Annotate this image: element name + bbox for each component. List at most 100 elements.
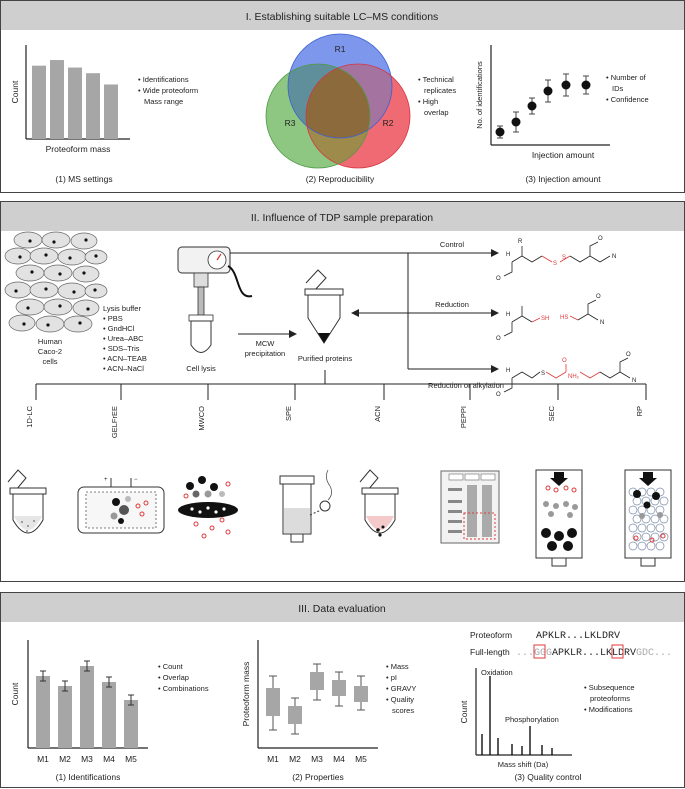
cells-label-1: Human xyxy=(38,337,62,346)
ms-bullet-1: • Identifications xyxy=(138,75,189,84)
ids-bullet-2: • Overlap xyxy=(158,673,189,682)
qc-fulllength-seq: ...GGGAPKLR...LKLDRVGDC... xyxy=(516,648,672,659)
inj-bullet-1b: IDs xyxy=(612,84,624,93)
structure-disulfide xyxy=(503,241,611,277)
venn-label-r2: R2 xyxy=(383,118,394,128)
ms-bar xyxy=(32,65,46,139)
purified-label: Purified proteins xyxy=(298,354,352,363)
svg-text:H: H xyxy=(506,312,510,318)
section-2-title: II. Influence of TDP sample preparation xyxy=(251,212,433,224)
section-1: I. Establishing suitable LC–MS condition… xyxy=(0,0,685,193)
ids-bar xyxy=(36,676,50,748)
ids-bar xyxy=(58,686,72,748)
inj-points xyxy=(495,73,591,139)
svg-text:H: H xyxy=(506,368,510,374)
box-m2 xyxy=(288,706,302,724)
box-m4 xyxy=(332,680,346,696)
inj-point-1 xyxy=(495,127,505,137)
structure-alkylated xyxy=(503,357,631,393)
svg-text:S: S xyxy=(553,261,557,267)
structure-reduced xyxy=(503,299,599,337)
section-3-title: III. Data evaluation xyxy=(298,603,386,615)
lysis-title: Lysis buffer xyxy=(103,304,141,313)
lysis-item-6: • ACN–NaCl xyxy=(103,364,144,373)
method-label-peppi: PEPPI xyxy=(459,406,468,428)
ids-bullet-1: • Count xyxy=(158,662,184,671)
svg-text:N: N xyxy=(612,254,616,260)
qc-y-label: Count xyxy=(459,700,469,723)
inj-bullet-2: • Confidence xyxy=(606,95,649,104)
svg-text:−: − xyxy=(134,477,138,483)
ids-bar xyxy=(102,682,116,748)
icon-mwco xyxy=(178,476,238,539)
props-y-label: Proteoform mass xyxy=(241,662,251,727)
venn-core xyxy=(306,64,370,138)
ids-tick-m2: M2 xyxy=(59,754,71,764)
cell-lysis-label: Cell lysis xyxy=(186,364,216,373)
svg-text:R: R xyxy=(518,239,523,245)
caco2-cells: Human Caco-2 cells xyxy=(4,231,108,366)
section-3: III. Data evaluation Count M1 M2 M3 M4 M… xyxy=(0,592,685,788)
props-bullet-4: • Quality xyxy=(386,695,414,704)
svg-text:O: O xyxy=(496,276,501,282)
qc-start-highlight xyxy=(533,644,546,659)
venn-label-r3: R3 xyxy=(285,118,296,128)
lysis-buffer-list: Lysis buffer • PBS • GndHCl • Urea–ABC •… xyxy=(103,304,147,373)
method-label-gelfree: GELFrEE xyxy=(110,406,119,438)
quality-control-panel: Proteoform APKLR...LKLDRV Full-length ..… xyxy=(459,630,672,782)
qc-caption: (3) Quality control xyxy=(514,772,581,782)
inj-bullet-1: • Number of xyxy=(606,73,647,82)
mcw-label-2: precipitation xyxy=(245,349,285,358)
icon-spe xyxy=(279,469,332,543)
props-boxes xyxy=(266,663,368,735)
structure-disulfide-labels: S S H R O O N xyxy=(496,236,616,282)
venn-bullet-2b: overlap xyxy=(424,108,449,117)
venn-label-r1: R1 xyxy=(335,44,346,54)
qc-x-label: Mass shift (Da) xyxy=(498,760,549,769)
svg-text:+: + xyxy=(104,477,108,483)
props-bullet-1: • Mass xyxy=(386,662,409,671)
ids-tick-m5: M5 xyxy=(125,754,137,764)
svg-text:N: N xyxy=(600,320,604,326)
svg-text:O: O xyxy=(626,352,631,358)
inj-point-2 xyxy=(511,117,521,127)
cells-label-3: cells xyxy=(42,357,57,366)
ids-caption: (1) Identifications xyxy=(56,772,121,782)
props-tick-m3: M3 xyxy=(311,754,323,764)
svg-text:O: O xyxy=(598,236,603,242)
ms-bars xyxy=(32,60,118,139)
qc-proteoform-seq: APKLR...LKLDRV xyxy=(536,631,620,642)
lysis-item-5: • ACN–TEAB xyxy=(103,354,147,363)
section-3-header xyxy=(1,593,684,622)
structure-reduced-labels: SH HS H O O N xyxy=(496,294,604,342)
method-label-mwco: MWCO xyxy=(197,406,206,431)
svg-text:O: O xyxy=(562,358,567,364)
venn-bullet-1b: replicates xyxy=(424,86,456,95)
properties-panel: Proteoform mass M1 M2 M3 M4 M5 • Mass • … xyxy=(241,640,416,782)
inj-point-5 xyxy=(561,80,571,90)
inj-point-6 xyxy=(581,80,591,90)
qc-bullet-1b: proteoforms xyxy=(590,694,630,703)
qc-peak-oxidation: Oxidation xyxy=(481,668,513,677)
icon-sec xyxy=(535,469,583,567)
inj-x-label: Injection amount xyxy=(532,150,595,160)
ms-x-label: Proteoform mass xyxy=(46,144,111,154)
props-tick-m2: M2 xyxy=(289,754,301,764)
ids-bar xyxy=(80,666,94,748)
svg-text:HS: HS xyxy=(560,315,568,321)
inj-caption: (3) Injection amount xyxy=(525,174,601,184)
props-bullet-3: • GRAVY xyxy=(386,684,416,693)
qc-peaks xyxy=(481,676,553,755)
props-caption: (2) Properties xyxy=(292,772,344,782)
lysis-item-4: • SDS–Tris xyxy=(103,344,140,353)
method-label-spe: SPE xyxy=(284,406,293,421)
method-label-rp: RP xyxy=(635,406,644,416)
ids-tick-m3: M3 xyxy=(81,754,93,764)
venn-bullet-1: • Technical xyxy=(418,75,454,84)
lysis-item-3: • Urea–ABC xyxy=(103,334,144,343)
box-m3 xyxy=(310,672,324,690)
section-2: II. Influence of TDP sample preparation … xyxy=(0,201,685,582)
ids-bullet-3: • Combinations xyxy=(158,684,209,693)
lysis-item-1: • PBS xyxy=(103,314,123,323)
qc-proteoform-label: Proteoform xyxy=(470,630,512,640)
